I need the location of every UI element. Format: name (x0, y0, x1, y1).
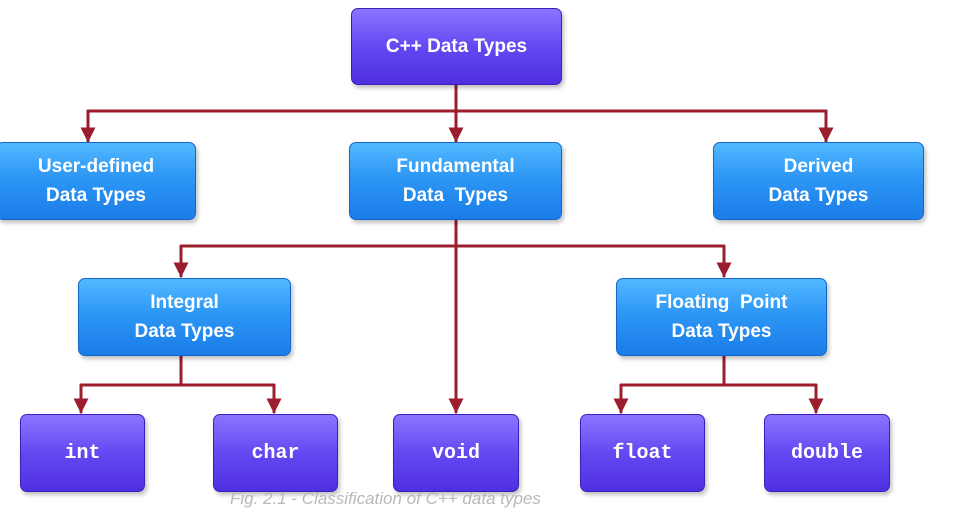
node-cpp-data-types: C++ Data Types (351, 8, 562, 85)
figure-caption: Fig. 2.1 - Classification of C++ data ty… (230, 489, 541, 508)
node-int: int (20, 414, 145, 492)
node-void-label: void (431, 441, 480, 465)
node-floating-point-data-types: Floating Point Data Types (616, 278, 827, 356)
node-fundamental-line2: Data Types (402, 185, 509, 206)
node-integral-line1: Integral (150, 292, 219, 313)
node-char: char (213, 414, 338, 492)
node-user-defined-data-types: User-defined Data Types (0, 142, 196, 220)
node-floating-point-line1: Floating Point (655, 292, 788, 313)
node-double-label: double (790, 441, 863, 465)
node-derived-data-types: Derived Data Types (713, 142, 924, 220)
node-cpp-data-types-label: C++ Data Types (385, 35, 528, 57)
node-fundamental-line1: Fundamental (396, 156, 515, 177)
node-int-label: int (64, 441, 101, 465)
node-user-defined-line2: Data Types (46, 185, 146, 206)
node-derived-line2: Data Types (768, 185, 869, 206)
node-user-defined-line1: User-defined (37, 156, 155, 177)
node-float: float (580, 414, 705, 492)
node-float-label: float (612, 441, 673, 465)
node-floating-point-line2: Data Types (671, 321, 772, 342)
node-fundamental-data-types: Fundamental Data Types (349, 142, 562, 220)
node-void: void (393, 414, 519, 492)
node-double: double (764, 414, 890, 492)
node-char-label: char (251, 441, 300, 465)
node-integral-line2: Data Types (134, 321, 235, 342)
node-integral-data-types: Integral Data Types (78, 278, 291, 356)
node-derived-line1: Derived (783, 156, 854, 177)
